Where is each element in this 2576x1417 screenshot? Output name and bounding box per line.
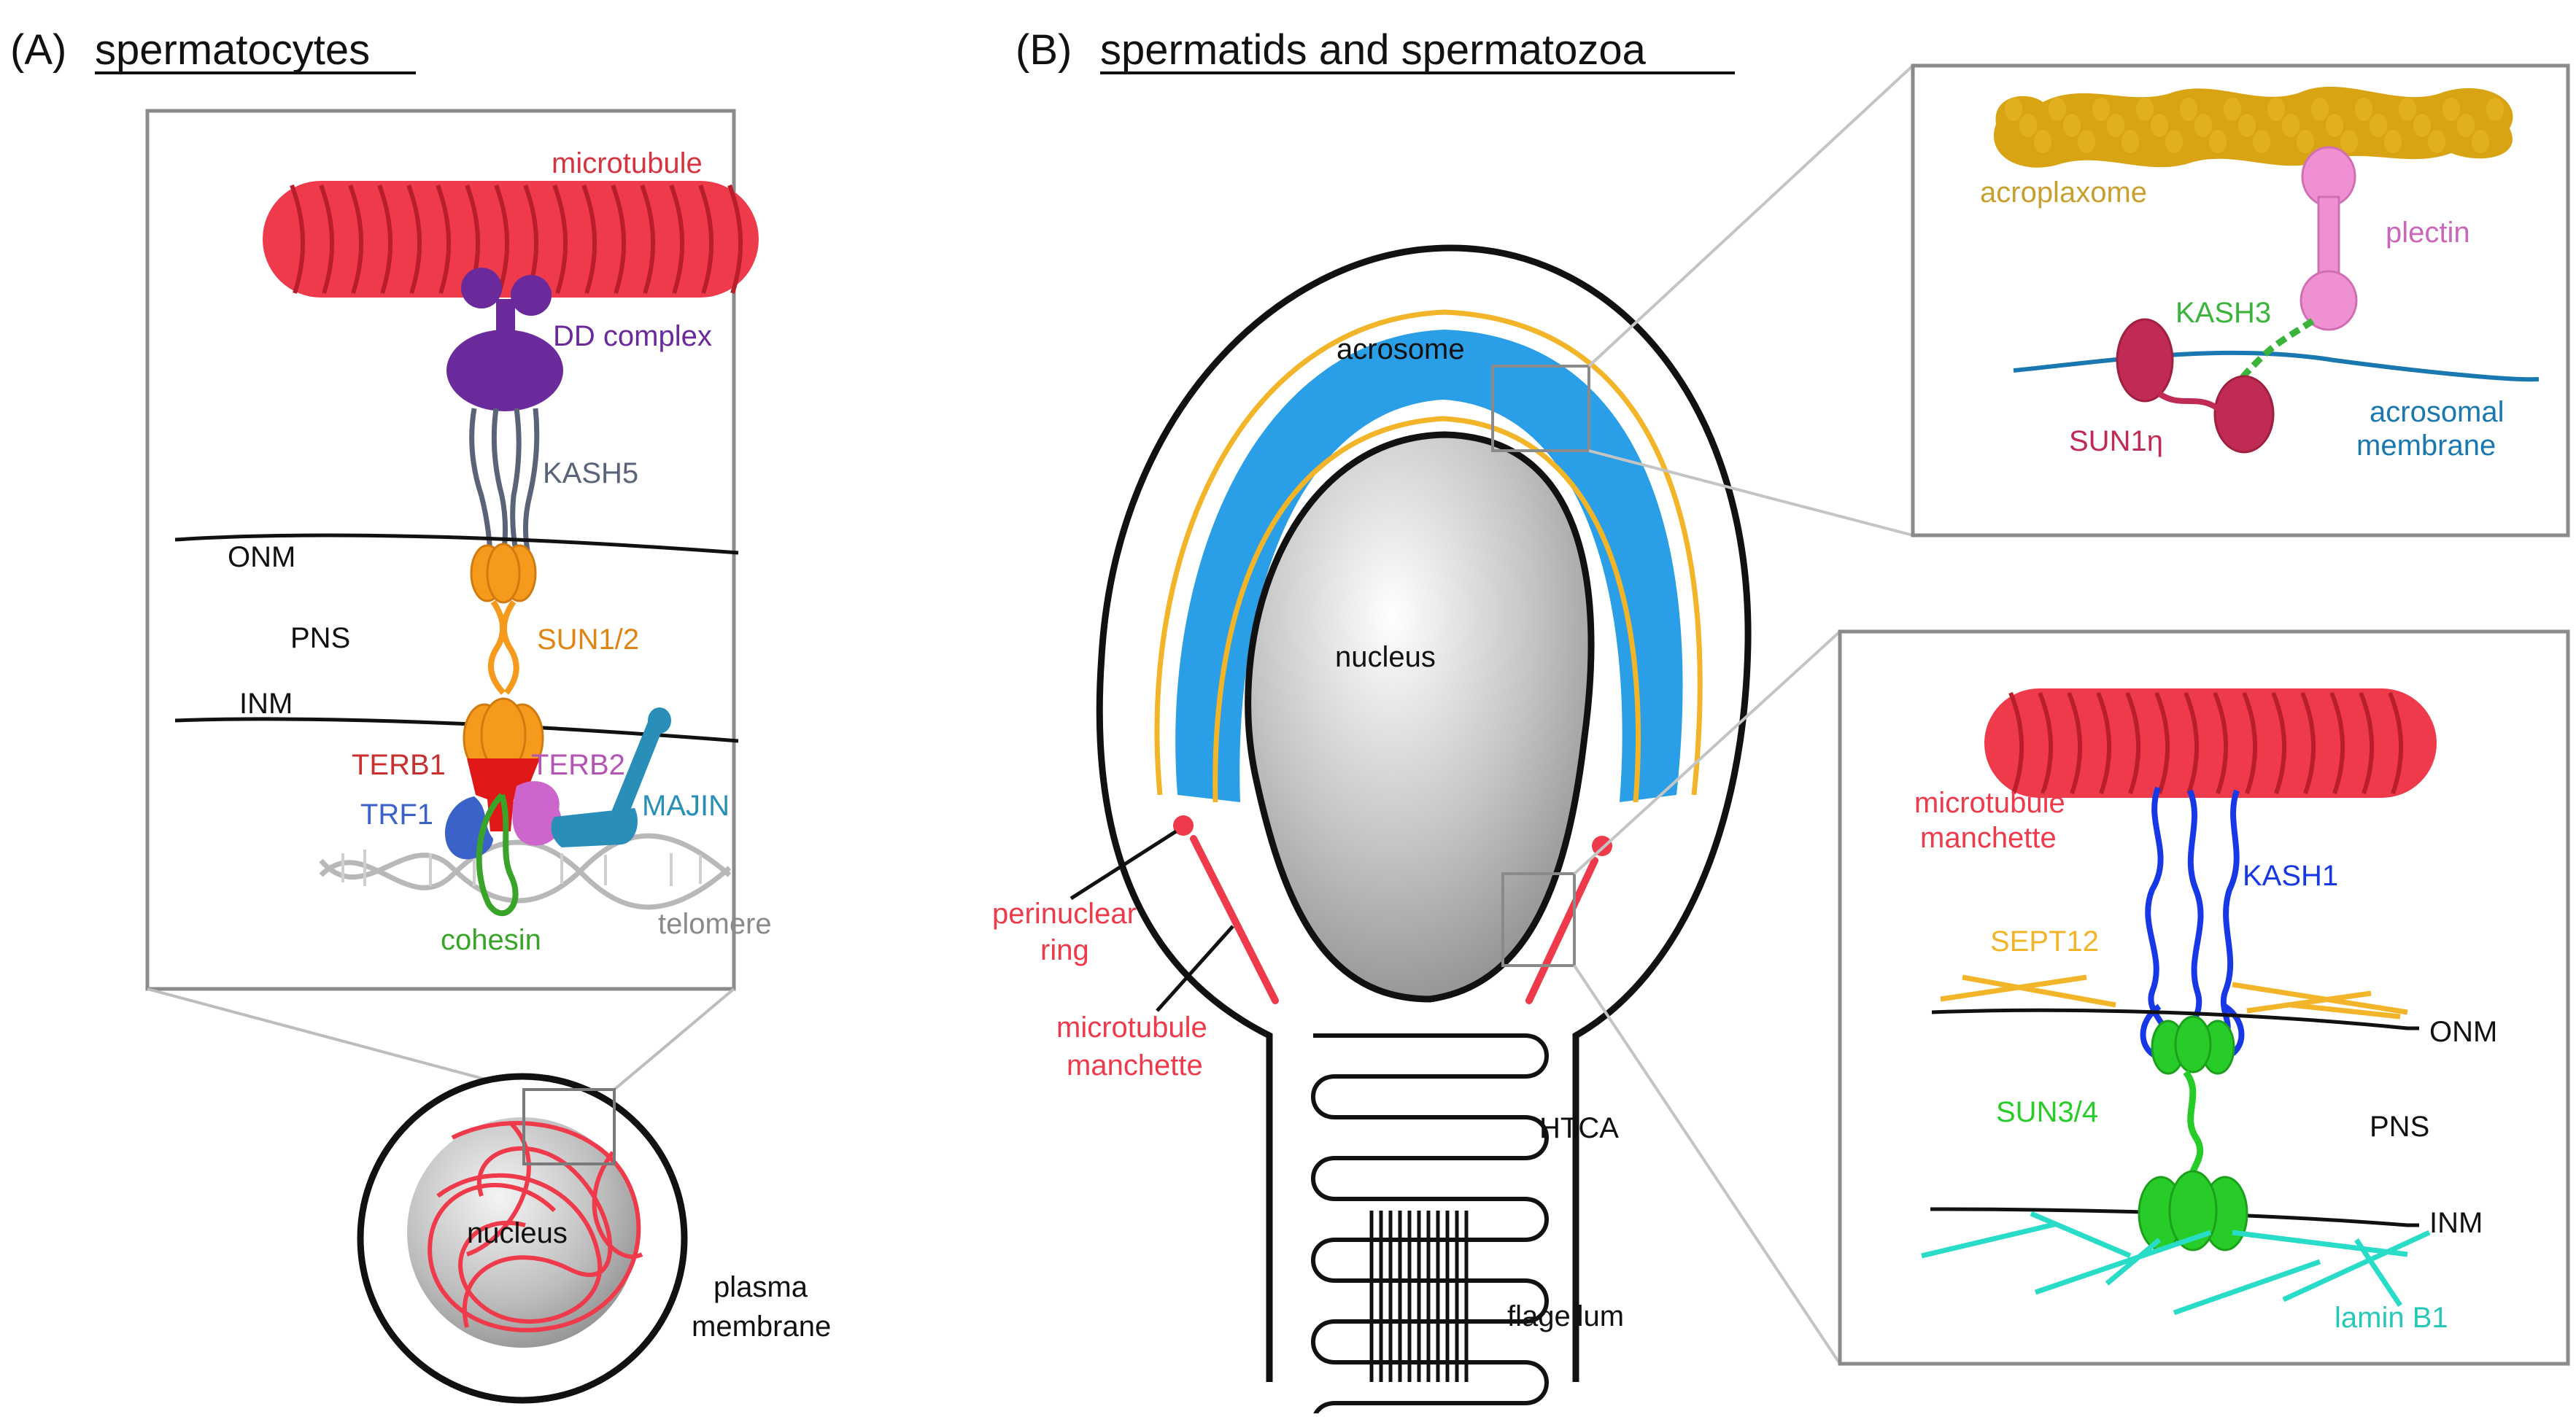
label-terb2: TERB2 xyxy=(531,749,625,781)
sun12-coiled-coil xyxy=(488,599,519,695)
label-flagellum: flagellum xyxy=(1507,1300,1624,1332)
inm-line-a xyxy=(174,717,739,743)
panel-a-title: spermatocytes xyxy=(95,26,370,74)
panel-a: (A) spermatocytes microtubule DD complex xyxy=(10,26,831,1404)
spermatid-nucleus xyxy=(1245,431,1595,1003)
majin xyxy=(551,707,671,847)
flagellum xyxy=(1369,1211,1469,1382)
label-sept12: SEPT12 xyxy=(1990,925,2099,958)
zoom-line-bottom-1 xyxy=(1573,630,1841,875)
sun34-trimer-top xyxy=(2151,1015,2235,1075)
acrosome xyxy=(1175,330,1683,802)
panel-a-letter: (A) xyxy=(10,26,66,74)
spermatocyte-zoom-box xyxy=(522,1088,616,1165)
sept12 xyxy=(1940,974,2408,1020)
label-htca: HTCA xyxy=(1539,1112,1619,1144)
panel-a-zoom-line-left xyxy=(147,987,525,1091)
label-microtubule-a: microtubule xyxy=(552,147,703,179)
pointer-perinuclear-ring xyxy=(1070,829,1177,901)
htca-coils xyxy=(1311,1033,1549,1417)
label-nucleus-a: nucleus xyxy=(467,1217,568,1249)
label-telomere: telomere xyxy=(658,908,772,940)
label-inm-b: INM xyxy=(2429,1207,2483,1239)
panel-b: (B) spermatids and spermatozoa acrosome … xyxy=(992,26,2570,1417)
onm-line-a xyxy=(174,533,739,555)
manchette-left xyxy=(1190,835,1279,1004)
label-nucleus-b: nucleus xyxy=(1335,641,1436,673)
sun1eta xyxy=(2116,318,2275,454)
zoom-line-top-1 xyxy=(1587,64,1914,368)
label-plectin: plectin xyxy=(2386,217,2470,249)
telomere-dna xyxy=(319,833,732,910)
label-manchette-b: manchette xyxy=(1067,1049,1203,1082)
onm-line-b xyxy=(1931,1008,2419,1030)
label-dd-complex: DD complex xyxy=(553,320,712,352)
label-perinuclear: perinuclear xyxy=(992,898,1137,930)
label-sun34: SUN3/4 xyxy=(1996,1096,2098,1128)
label-microtubule-c: microtubule xyxy=(1914,787,2065,819)
microtubule-a xyxy=(263,181,759,298)
label-pns-a: PNS xyxy=(290,622,350,654)
label-terb1: TERB1 xyxy=(352,749,446,781)
lamin-b1 xyxy=(1921,1211,2431,1316)
perinuclear-ring-right xyxy=(1592,836,1612,856)
label-membrane: membrane xyxy=(692,1311,831,1343)
manchette-right xyxy=(1525,857,1598,1004)
sperm-head-outline xyxy=(1096,244,1752,1382)
label-manchette-c: manchette xyxy=(1920,822,2057,854)
label-kash1: KASH1 xyxy=(2243,860,2338,892)
telomere-rungs xyxy=(341,850,702,886)
label-acrosome: acrosome xyxy=(1337,333,1465,365)
panel-a-zoom-line-right xyxy=(613,987,735,1091)
label-inm-a: INM xyxy=(239,688,293,720)
zoom-line-bottom-2 xyxy=(1573,964,1841,1365)
label-acrosomal: acrosomal xyxy=(2370,396,2505,428)
perinuclear-ring-left xyxy=(1173,815,1194,836)
terb2 xyxy=(512,781,562,846)
sun34-trimer-bottom xyxy=(2138,1170,2248,1251)
kash3 xyxy=(2228,318,2315,396)
label-cohesin: cohesin xyxy=(441,924,541,956)
microtubule-b xyxy=(1984,688,2437,798)
panel-b-title: spermatids and spermatozoa xyxy=(1100,26,1647,74)
label-pns-b: PNS xyxy=(2370,1111,2429,1143)
label-kash3: KASH3 xyxy=(2175,297,2271,329)
label-acroplaxome: acroplaxome xyxy=(1980,176,2147,209)
label-majin: MAJIN xyxy=(642,790,730,822)
label-microtubule-b: microtubule xyxy=(1056,1012,1207,1044)
acrosome-inner-membrane xyxy=(1212,416,1641,803)
cohesin xyxy=(476,793,519,917)
zoom-box-manchette xyxy=(1501,872,1576,967)
label-onm-a: ONM xyxy=(228,541,295,573)
label-trf1: TRF1 xyxy=(360,799,433,831)
label-acrosomal-membrane: membrane xyxy=(2356,430,2496,462)
acrosomal-membrane-line xyxy=(2013,350,2540,382)
label-lamin-b1: lamin B1 xyxy=(2335,1302,2448,1334)
label-kash5: KASH5 xyxy=(543,457,638,489)
zoom-box-acrosome xyxy=(1491,365,1590,452)
sun12-trimer-top xyxy=(470,543,537,604)
acrosome-outer-membrane xyxy=(1154,309,1703,796)
label-sun12: SUN1/2 xyxy=(537,624,639,656)
pointer-manchette xyxy=(1156,925,1234,1012)
acroplaxome xyxy=(1993,86,2513,168)
label-onm-b: ONM xyxy=(2429,1016,2497,1048)
sun1eta-linker xyxy=(2157,391,2220,411)
label-ring: ring xyxy=(1040,934,1089,966)
panel-b-letter: (B) xyxy=(1016,26,1072,74)
label-plasma: plasma xyxy=(713,1271,808,1303)
dd-complex xyxy=(446,268,563,411)
kash5 xyxy=(469,408,540,555)
zoom-line-top-2 xyxy=(1588,449,1914,537)
plectin xyxy=(2300,146,2358,331)
label-sun1eta: SUN1η xyxy=(2069,425,2163,457)
